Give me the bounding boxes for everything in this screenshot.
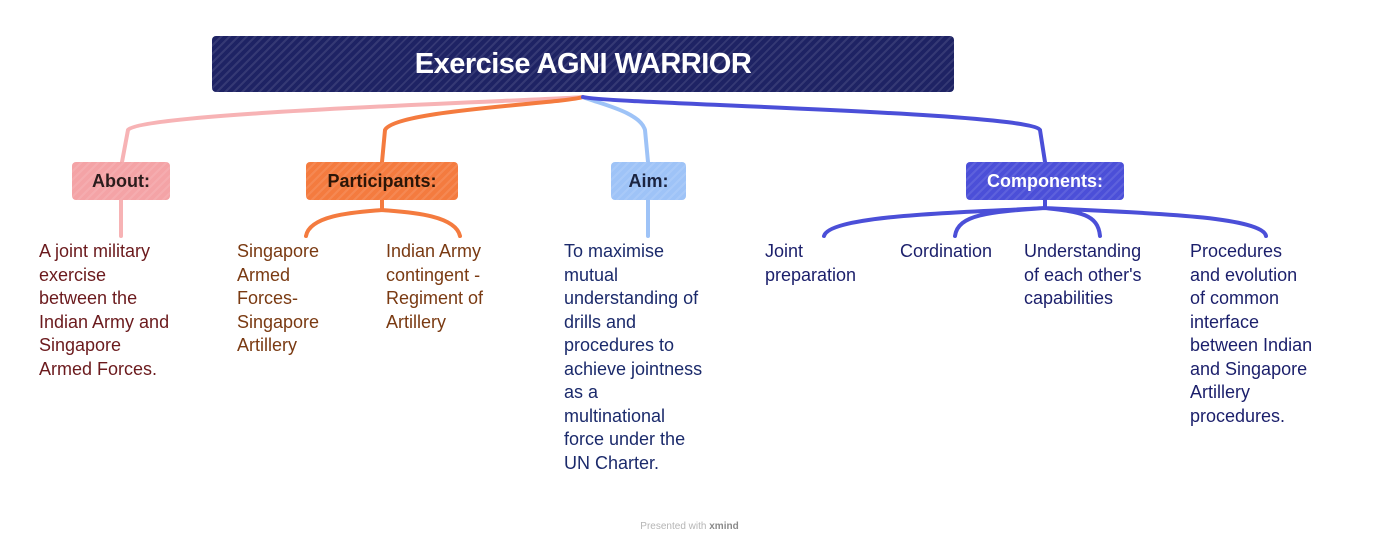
branch-aim[interactable]: Aim: <box>611 162 686 200</box>
connector-participants-leaves <box>304 198 462 238</box>
root-topic[interactable]: Exercise AGNI WARRIOR <box>212 36 954 92</box>
footer-credit: Presented with xmind <box>0 521 1379 532</box>
branch-aim-label: Aim: <box>628 170 669 191</box>
leaf-components-understanding[interactable]: Understanding of each other's capabiliti… <box>1024 241 1142 308</box>
branch-components[interactable]: Components: <box>966 162 1124 200</box>
branch-about[interactable]: About: <box>72 162 170 200</box>
connector-root-components <box>581 95 1047 164</box>
leaf-participants-india[interactable]: Indian Army contingent - Regiment of Art… <box>386 241 484 332</box>
connector-root-about <box>120 95 585 164</box>
branch-participants[interactable]: Participants: <box>306 162 458 200</box>
root-topic-label: Exercise AGNI WARRIOR <box>414 47 752 80</box>
leaf-components-procedures[interactable]: Procedures and evolution of common inter… <box>1190 241 1313 426</box>
branch-components-label: Components: <box>987 170 1103 191</box>
connector-root-aim <box>581 95 650 164</box>
connector-components-leaves <box>822 198 1268 238</box>
leaf-about-description[interactable]: A joint military exercise between the In… <box>39 241 170 379</box>
leaf-participants-singapore[interactable]: Singapore Armed Forces- Singapore Artill… <box>237 241 320 355</box>
leaf-aim-description[interactable]: To maximise mutual understanding of dril… <box>564 241 703 473</box>
footer-brand: xmind <box>709 521 739 532</box>
connector-root-participants <box>380 95 585 164</box>
leaf-components-joint-preparation[interactable]: Joint preparation <box>765 241 857 285</box>
footer-prefix: Presented with <box>640 521 707 532</box>
leaf-components-cordination[interactable]: Cordination <box>900 241 993 261</box>
branch-about-label: About: <box>92 170 150 191</box>
branch-participants-label: Participants: <box>327 170 437 191</box>
